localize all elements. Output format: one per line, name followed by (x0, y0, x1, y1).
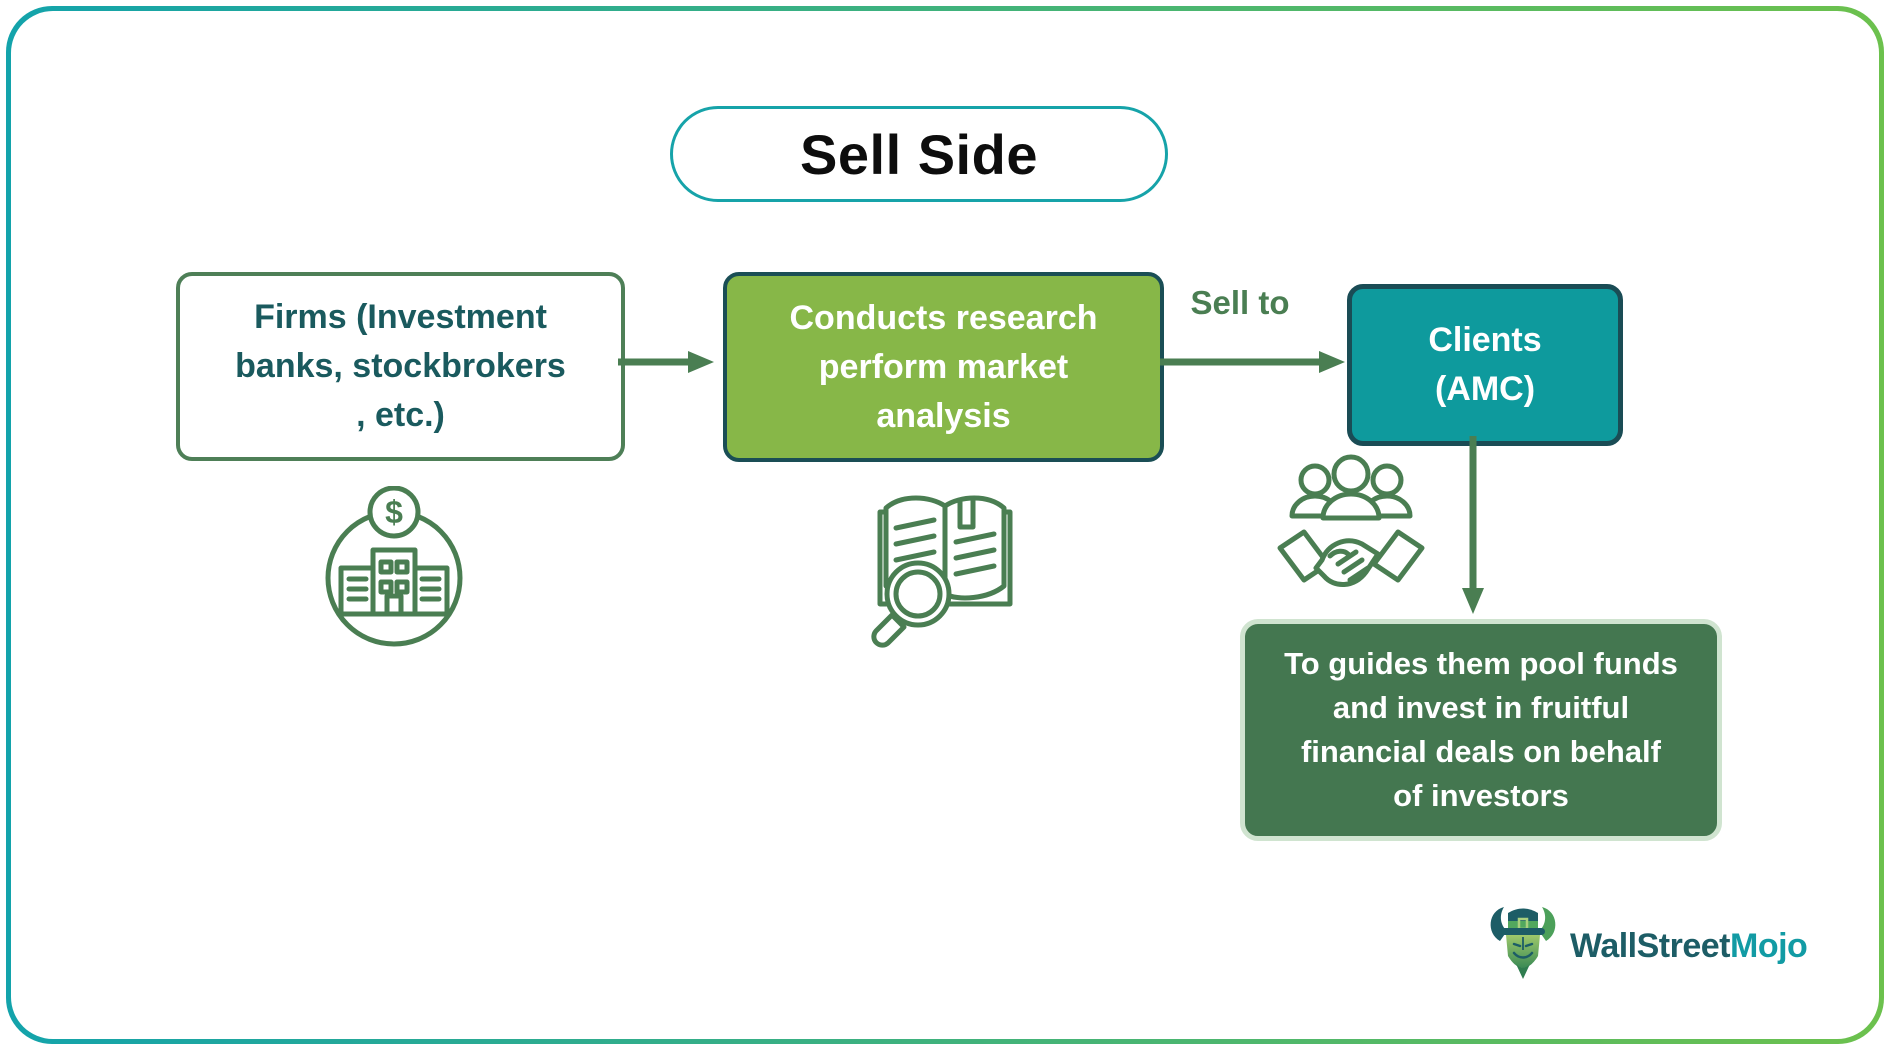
page-title: Sell Side (800, 122, 1038, 186)
outcome-box: To guides them pool funds and invest in … (1240, 619, 1722, 841)
sell-to-label: Sell to (1190, 284, 1290, 321)
logo-wordmark: WallStreetMojo (1570, 926, 1808, 966)
research-box-label: Conducts research perform market analysi… (789, 298, 1098, 435)
arrow-clients-to-outcome (1462, 436, 1484, 614)
clients-box-label: Clients (AMC) (1428, 321, 1542, 408)
bank-building-dollar-icon: $ (325, 486, 463, 647)
group-handshake-icon (1277, 454, 1425, 587)
firms-box: Firms (Investment banks, stockbrokers , … (176, 272, 625, 461)
arrow-firms-to-research (618, 351, 714, 373)
logo-text-accent: Mojo (1730, 926, 1808, 965)
outcome-box-label: To guides them pool funds and invest in … (1284, 646, 1678, 813)
clients-box: Clients (AMC) (1347, 284, 1623, 446)
title-pill: Sell Side (670, 106, 1168, 202)
firms-box-label: Firms (Investment banks, stockbrokers , … (235, 298, 566, 434)
research-box: Conducts research perform market analysi… (723, 272, 1164, 462)
open-book-magnifier-icon (871, 495, 1013, 648)
svg-text:$: $ (385, 494, 403, 530)
bull-top-hat-icon (1490, 907, 1556, 979)
logo-text-primary: WallStreet (1570, 926, 1731, 965)
arrow-research-to-clients (1160, 351, 1345, 373)
wallstreetmojo-logo: WallStreetMojo (1486, 903, 1808, 983)
